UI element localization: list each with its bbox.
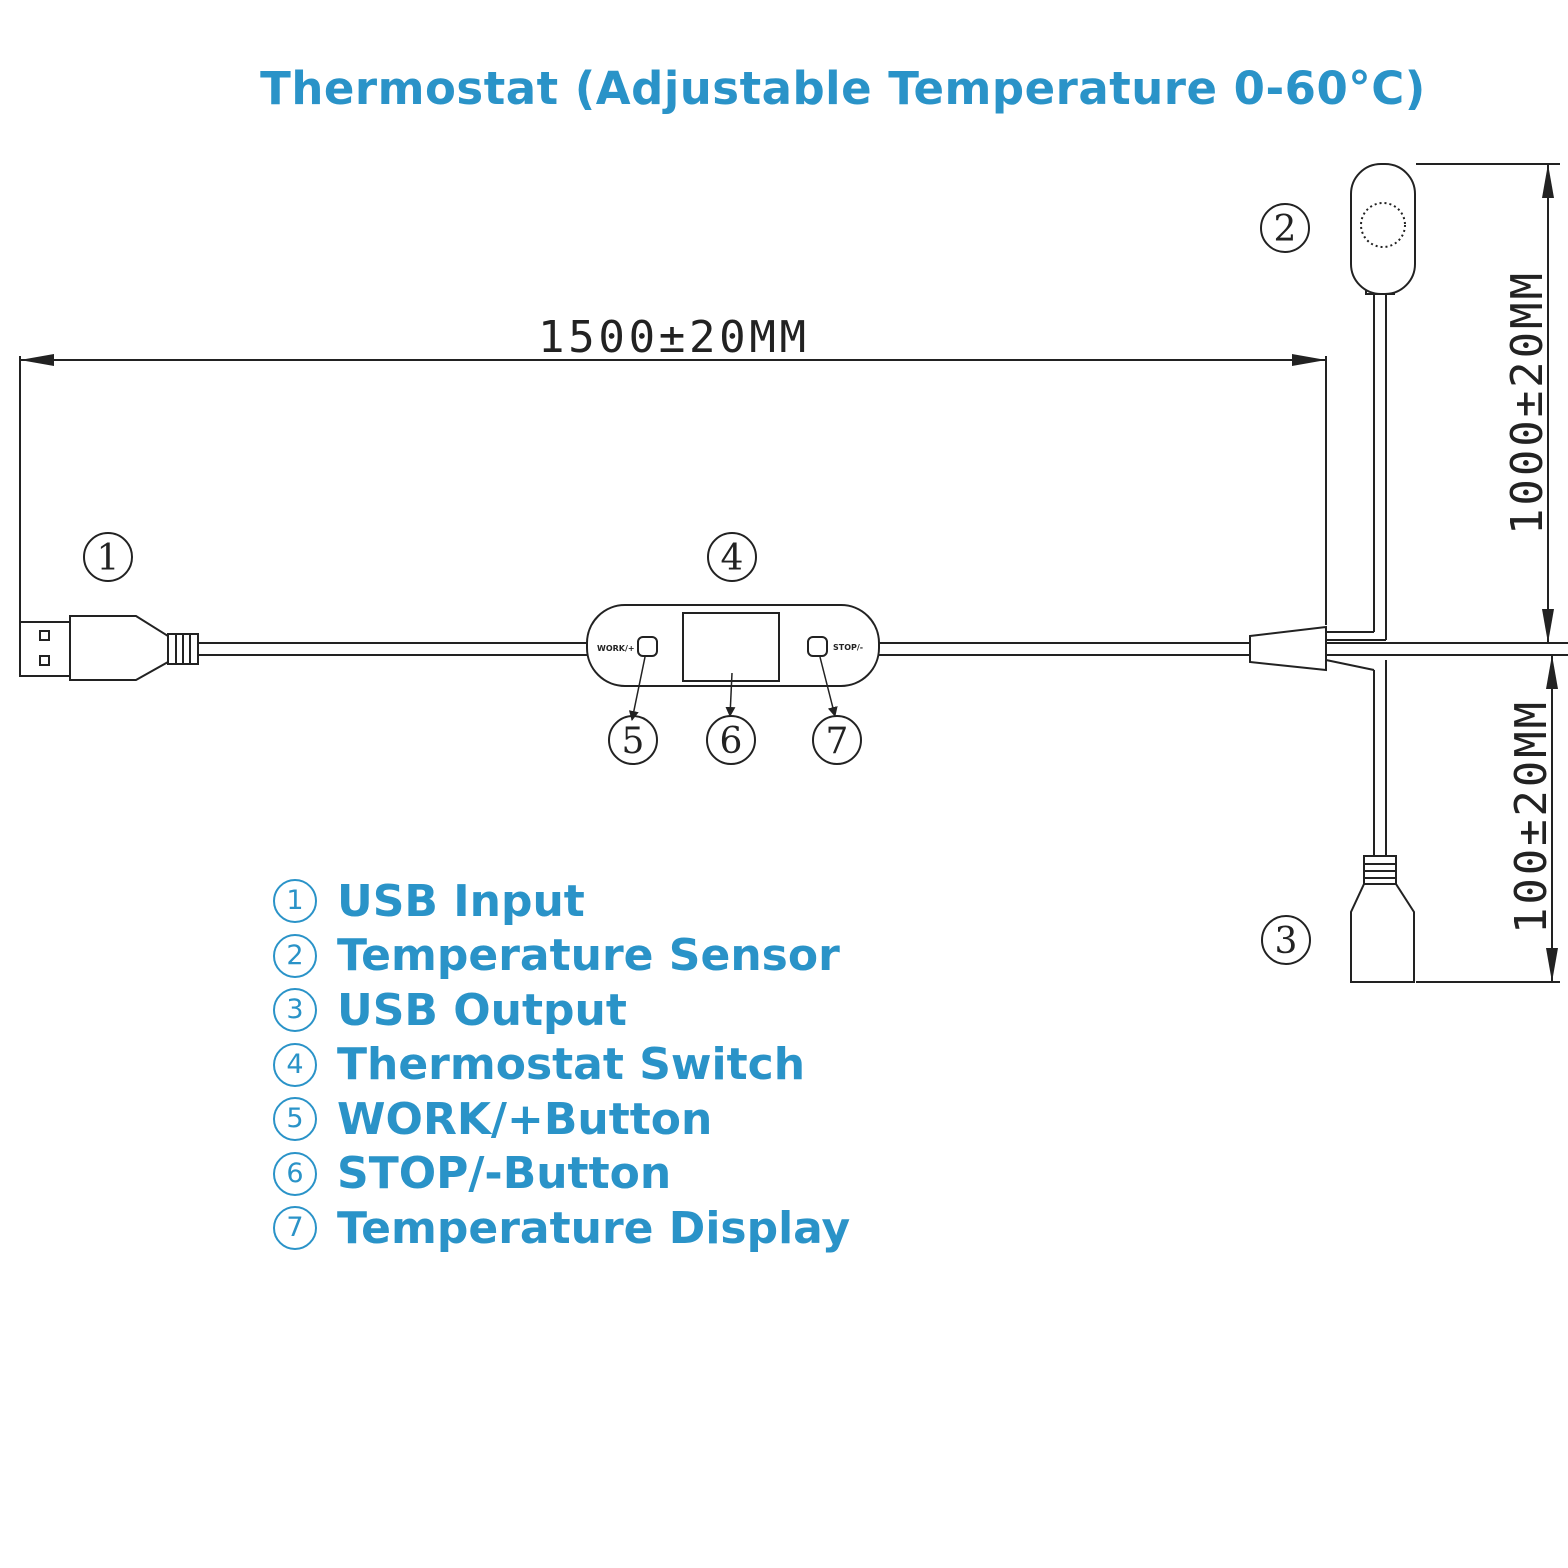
legend-label: USB Input — [337, 875, 585, 927]
svg-text:3: 3 — [1275, 921, 1298, 962]
legend-item: 6 STOP/-Button — [273, 1147, 850, 1202]
legend-item: 7 Temperature Display — [273, 1201, 850, 1256]
output-cable-dimension: 100±20MM — [1416, 655, 1560, 983]
usb-output-socket — [1325, 659, 1415, 983]
legend-number: 1 — [273, 879, 317, 924]
legend-label: STOP/-Button — [337, 1148, 672, 1200]
legend-label: WORK/+Button — [337, 1093, 713, 1145]
cable-splitter — [1249, 625, 1568, 672]
work-plus-label: WORK/+ — [597, 644, 635, 653]
callout-2: 2 — [1260, 203, 1310, 253]
legend-number: 3 — [273, 988, 317, 1033]
legend-label: USB Output — [337, 984, 627, 1036]
work-plus-button — [637, 636, 658, 657]
output-cable-length-label: 100±20MM — [1506, 702, 1557, 934]
svg-text:6: 6 — [720, 721, 743, 762]
sensor-cable-length-label: 1000±20MM — [1502, 273, 1553, 535]
legend: 1 USB Input 2 Temperature Sensor 3 USB O… — [273, 874, 850, 1256]
usb-input-plug — [19, 615, 199, 681]
callout-5: 5 — [608, 715, 658, 765]
stop-minus-label: STOP/- — [833, 643, 863, 652]
callout-3: 3 — [1261, 915, 1311, 965]
legend-item: 3 USB Output — [273, 983, 850, 1038]
legend-number: 5 — [273, 1097, 317, 1142]
svg-text:1: 1 — [97, 538, 120, 579]
stop-minus-button — [807, 636, 828, 657]
main-cable-length-label: 1500±20MM — [538, 312, 806, 363]
callout-4: 4 — [707, 532, 757, 582]
callout-7: 7 — [812, 715, 862, 765]
svg-text:4: 4 — [721, 538, 744, 579]
legend-item: 5 WORK/+Button — [273, 1092, 850, 1147]
main-cable — [198, 642, 1250, 656]
callout-1: 1 — [83, 532, 133, 582]
thermostat-switch: WORK/+ STOP/- — [586, 604, 880, 721]
legend-label: Temperature Display — [337, 1202, 851, 1254]
svg-text:7: 7 — [826, 721, 849, 762]
legend-number: 7 — [273, 1206, 317, 1251]
legend-number: 2 — [273, 933, 317, 978]
legend-label: Thermostat Switch — [337, 1039, 806, 1091]
legend-number: 6 — [273, 1151, 317, 1196]
legend-item: 4 Thermostat Switch — [273, 1038, 850, 1093]
legend-number: 4 — [273, 1042, 317, 1087]
svg-text:5: 5 — [622, 721, 645, 762]
svg-text:2: 2 — [1274, 209, 1297, 250]
diagram-title: Thermostat (Adjustable Temperature 0-60°… — [260, 62, 1426, 115]
legend-label: Temperature Sensor — [337, 930, 840, 982]
main-cable-dimension: 1500±20MM — [19, 312, 1327, 625]
callout-6: 6 — [706, 715, 756, 765]
legend-item: 2 Temperature Sensor — [273, 929, 850, 984]
legend-item: 1 USB Input — [273, 874, 850, 929]
temperature-sensor — [1326, 163, 1416, 641]
sensor-cable-dimension: 1000±20MM — [1416, 163, 1560, 643]
